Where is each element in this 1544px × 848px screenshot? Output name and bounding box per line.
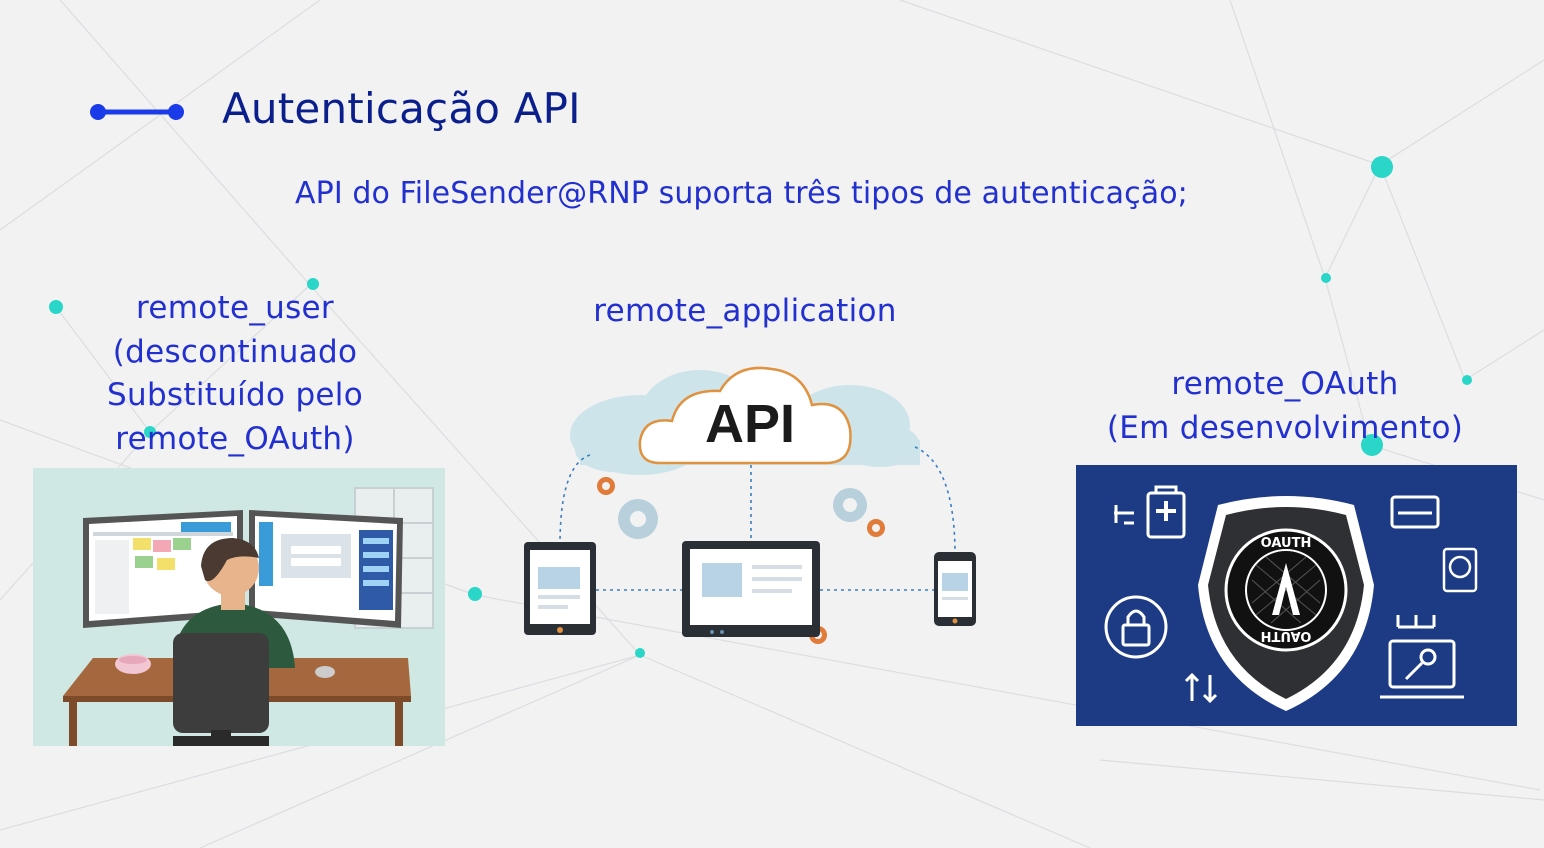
remote-application-line-1: remote_application bbox=[593, 293, 897, 329]
oauth-shield-illustration: OAUTH OAUTH bbox=[1076, 465, 1517, 726]
remote-application-label: remote_application bbox=[560, 290, 930, 334]
person-at-monitors-illustration bbox=[33, 468, 445, 746]
title-bar-icon bbox=[90, 104, 184, 120]
remote-user-line-3: Substituído pelo bbox=[107, 377, 363, 413]
remote-user-line-4: remote_OAuth) bbox=[115, 420, 355, 457]
remote-user-line-1: remote_user bbox=[136, 290, 334, 326]
oauth-ring-text-top: OAUTH bbox=[1261, 536, 1312, 551]
slide-subtitle: API do FileSender@RNP suporta três tipos… bbox=[295, 176, 1188, 211]
api-cloud-devices-illustration: API bbox=[520, 355, 980, 655]
remote-oauth-line-2: (Em desenvolvimento) bbox=[1106, 409, 1464, 446]
oauth-ring-text-bottom: OAUTH bbox=[1261, 628, 1312, 643]
remote-user-label: remote_user (descontinuado Substituído p… bbox=[90, 287, 380, 461]
slide-title: Autenticação API bbox=[222, 84, 581, 133]
remote-user-line-2: (descontinuado bbox=[112, 333, 358, 370]
remote-oauth-label: remote_OAuth (Em desenvolvimento) bbox=[1085, 363, 1485, 450]
api-cloud-label: API bbox=[704, 394, 796, 454]
remote-oauth-line-1: remote_OAuth bbox=[1171, 366, 1399, 402]
